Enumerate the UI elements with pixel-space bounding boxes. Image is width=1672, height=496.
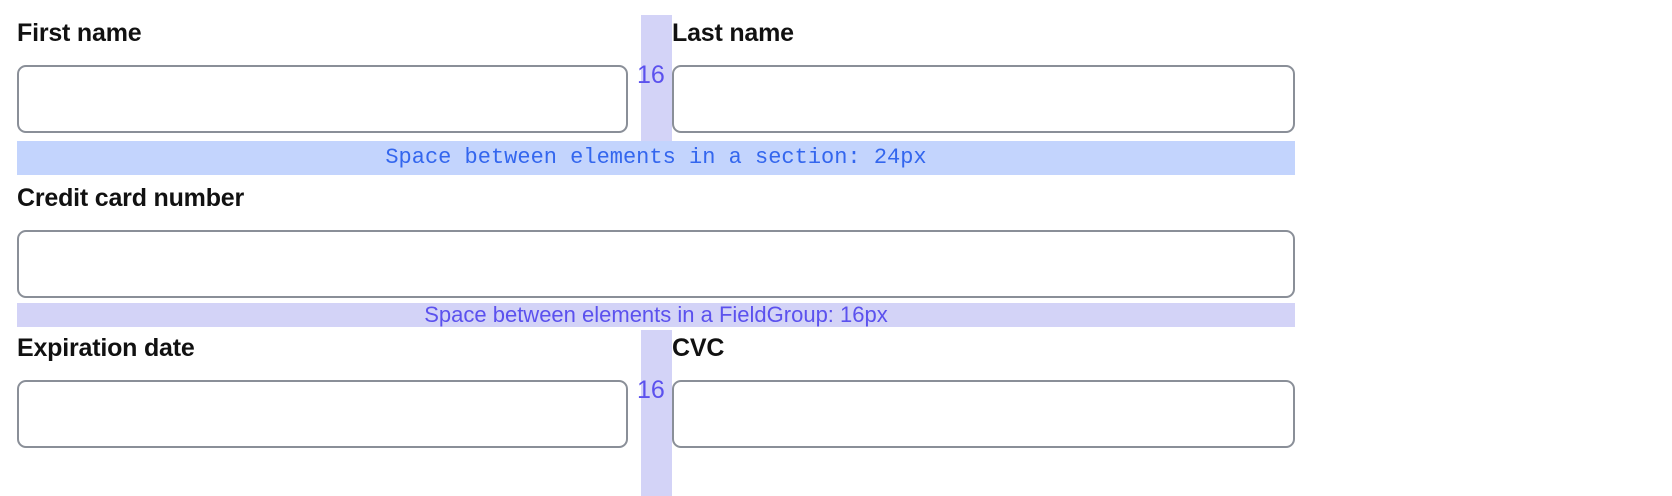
section-gap-band: Space between elements in a section: 24p… <box>17 141 1295 175</box>
field-first-name: First name <box>17 18 628 133</box>
field-credit-card-number: Credit card number <box>17 183 1295 298</box>
fieldgroup-gap-label: Space between elements in a FieldGroup: … <box>424 302 888 327</box>
column-gap-bar-bottom <box>641 330 672 496</box>
label-expiration-date: Expiration date <box>17 334 195 362</box>
column-gap-label-top: 16 <box>637 61 665 89</box>
section-gap-label: Space between elements in a section: 24p… <box>385 145 927 170</box>
column-gap-bar-top <box>641 15 672 145</box>
input-cvc[interactable] <box>672 380 1295 448</box>
label-last-name: Last name <box>672 19 794 47</box>
field-expiration-date: Expiration date <box>17 333 628 448</box>
label-credit-card-number: Credit card number <box>17 184 245 212</box>
field-last-name: Last name <box>672 18 1295 133</box>
input-credit-card-number[interactable] <box>17 230 1295 298</box>
input-expiration-date[interactable] <box>17 380 628 448</box>
label-cvc: CVC <box>672 334 725 362</box>
input-first-name[interactable] <box>17 65 628 133</box>
fieldgroup-gap-band: Space between elements in a FieldGroup: … <box>17 303 1295 327</box>
column-gap-label-bottom: 16 <box>637 376 665 404</box>
input-last-name[interactable] <box>672 65 1295 133</box>
label-first-name: First name <box>17 19 142 47</box>
field-cvc: CVC <box>672 333 1295 448</box>
